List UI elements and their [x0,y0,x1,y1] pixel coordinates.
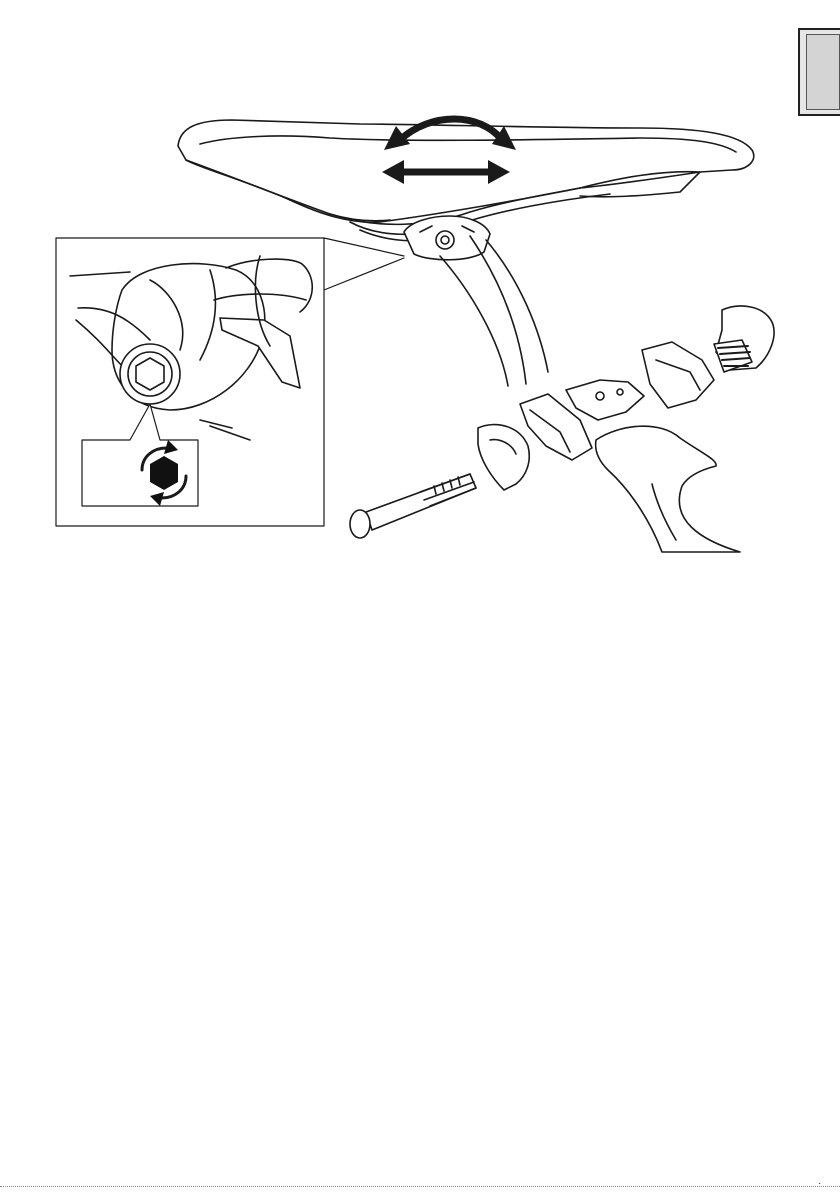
exploded-clamp-parts [350,306,774,552]
footer-rule [0,1186,840,1187]
mast-section [596,426,740,552]
page-number: · [818,1178,821,1189]
clamp-bolt-detail [56,238,404,526]
top-cap [642,342,714,408]
head-part [714,306,774,372]
rail-clamp-upper [566,380,644,420]
seatpost-head [404,216,490,260]
lower-cradle [478,425,529,490]
clamp-bolt [350,474,476,538]
